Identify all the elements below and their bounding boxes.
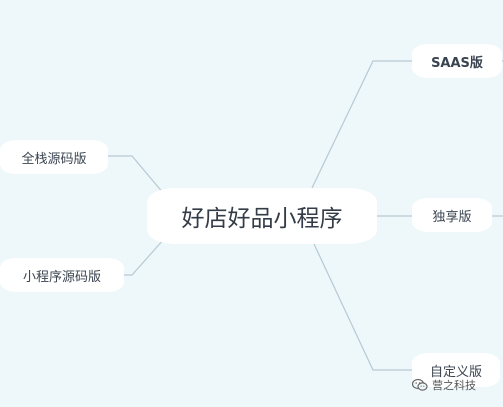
node-saas-label: SAAS版 (431, 55, 483, 71)
node-zidingyi[interactable]: 自定义版 (412, 353, 500, 387)
node-saas[interactable]: SAAS版 (412, 44, 502, 78)
link-to-zidingyi (313, 243, 412, 371)
node-duxiang-label: 独享版 (432, 209, 472, 225)
link-to-saas (311, 60, 412, 189)
wechat-icon (412, 378, 428, 391)
node-quanzhan[interactable]: 全栈源码版 (0, 140, 108, 174)
node-xiaochengxu-label: 小程序源码版 (22, 269, 101, 285)
watermark: 营之科技 (412, 375, 476, 395)
node-duxiang[interactable]: 独享版 (412, 198, 492, 232)
root-node[interactable]: 好店好品小程序 (147, 188, 377, 244)
node-quanzhan-label: 全栈源码版 (21, 151, 87, 167)
link-to-quanzhan (108, 155, 165, 195)
watermark-text: 营之科技 (432, 379, 476, 392)
link-to-xiaochengxu (122, 238, 165, 276)
node-zidingyi-label: 自定义版 (429, 364, 482, 380)
root-label: 好店好品小程序 (181, 206, 343, 232)
node-xiaochengxu[interactable]: 小程序源码版 (0, 258, 124, 292)
